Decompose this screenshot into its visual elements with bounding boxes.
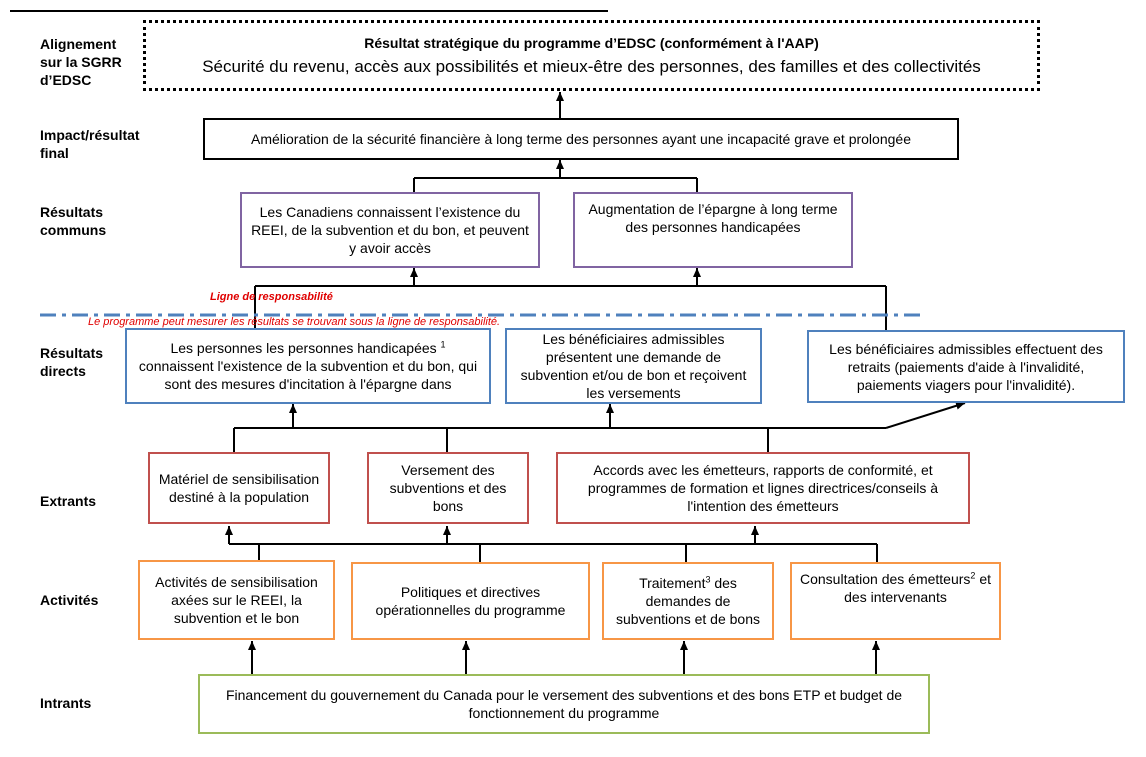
inputs-text: Financement du gouvernement du Canada po… xyxy=(225,687,903,721)
direct-result-withdrawals-box: Les bénéficiaires admissibles effectuent… xyxy=(807,330,1125,403)
output-awareness-material-box: Matériel de sensibilisation destiné à la… xyxy=(148,452,330,524)
top-rule xyxy=(10,10,608,12)
output-issuer-agreements-text: Accords avec les émetteurs, rapports de … xyxy=(587,462,939,514)
row-label-common: Résultats communs xyxy=(40,204,107,238)
activity-awareness-text: Activités de sensibilisation axées sur l… xyxy=(155,574,318,626)
direct-result-awareness-box: Les personnes les personnes handicapées … xyxy=(125,328,491,404)
activity-awareness-box: Activités de sensibilisation axées sur l… xyxy=(138,560,335,640)
common-result-awareness-text: Les Canadiens connaissent l’existence du… xyxy=(251,204,529,256)
row-label-outputs: Extrants xyxy=(40,493,97,509)
responsibility-line-title: Ligne de responsabilité xyxy=(210,291,333,303)
common-result-awareness-box: Les Canadiens connaissent l’existence du… xyxy=(240,192,540,268)
common-result-savings-box: Augmentation de l’épargne à long terme d… xyxy=(573,192,853,268)
activity-processing-box: Traitement3 des demandes de subventions … xyxy=(602,562,774,640)
activity-consultation-box: Consultation des émetteurs2 et des inter… xyxy=(790,562,1001,640)
direct-result-withdrawals-text: Les bénéficiaires admissibles effectuent… xyxy=(829,340,1103,393)
row-label-impact: Impact/résultat final xyxy=(40,127,140,161)
row-label-alignment: Alignement sur la SGRR d’EDSC xyxy=(40,36,122,88)
direct-result-applications-box: Les bénéficiaires admissibles présentent… xyxy=(505,328,762,404)
row-label-activities: Activités xyxy=(40,592,99,608)
direct-result-applications-text: Les bénéficiaires admissibles présentent… xyxy=(520,331,747,401)
strategic-result-text: Sécurité du revenu, accès aux possibilit… xyxy=(202,56,981,76)
output-awareness-material-text: Matériel de sensibilisation destiné à la… xyxy=(158,471,320,505)
impact-box: Amélioration de la sécurité financière à… xyxy=(203,118,959,160)
direct-result-awareness-text: Les personnes les personnes handicapées … xyxy=(138,339,478,392)
output-issuer-agreements-box: Accords avec les émetteurs, rapports de … xyxy=(556,452,970,524)
activity-consultation-text: Consultation des émetteurs2 et des inter… xyxy=(799,570,992,605)
output-payments-box: Versement des subventions et des bons xyxy=(367,452,529,524)
impact-text: Amélioration de la sécurité financière à… xyxy=(251,131,911,147)
strategic-result-box: Résultat stratégique du programme d’EDSC… xyxy=(143,20,1040,91)
inputs-box: Financement du gouvernement du Canada po… xyxy=(198,674,930,734)
activity-policies-text: Politiques et directives opérationnelles… xyxy=(375,584,566,618)
row-label-inputs: Intrants xyxy=(40,695,92,711)
common-result-savings-text: Augmentation de l’épargne à long terme d… xyxy=(588,201,838,235)
row-label-direct: Résultats directs xyxy=(40,345,104,379)
strategic-result-title: Résultat stratégique du programme d’EDSC… xyxy=(364,34,819,51)
output-payments-text: Versement des subventions et des bons xyxy=(389,462,507,514)
activity-processing-text: Traitement3 des demandes de subventions … xyxy=(616,574,760,627)
activity-policies-box: Politiques et directives opérationnelles… xyxy=(351,562,590,640)
responsibility-line-note: Le programme peut mesurer les résultats … xyxy=(88,316,501,328)
